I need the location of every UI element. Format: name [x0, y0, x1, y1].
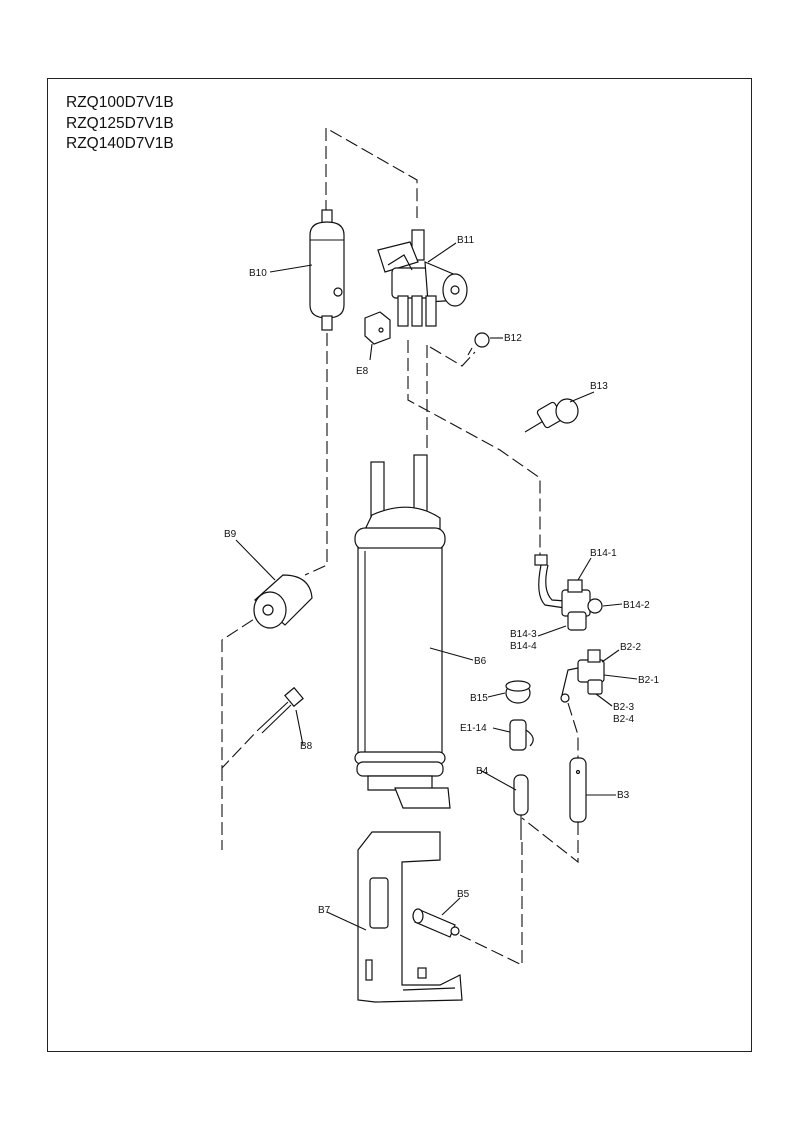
label-b10: B10 [249, 268, 267, 279]
b2-stop-valve [560, 649, 605, 703]
label-b14-1: B14-1 [590, 548, 617, 559]
label-b5: B5 [457, 889, 470, 900]
b4-filter [513, 774, 529, 840]
model-list: RZQ100D7V1B RZQ125D7V1B RZQ140D7V1B [66, 93, 174, 155]
connection-lines [221, 127, 579, 966]
label-b2-4: B2-4 [613, 714, 635, 725]
b15-cap [505, 680, 531, 704]
label-b9: B9 [224, 529, 237, 540]
label-b14-3: B14-3 [510, 629, 537, 640]
b11-four-way-valve [377, 229, 468, 327]
label-b2-3: B2-3 [613, 702, 635, 713]
b12-solenoid-part [467, 332, 490, 356]
label-b12: B12 [504, 333, 522, 344]
label-b15: B15 [470, 693, 488, 704]
model-number: RZQ140D7V1B [66, 135, 174, 152]
e1-14-thermistor [509, 719, 534, 751]
label-b8: B8 [300, 741, 313, 752]
label-e1-14: E1-14 [460, 723, 487, 734]
model-number: RZQ100D7V1B [66, 94, 174, 111]
label-e8: E8 [356, 366, 369, 377]
b8-probe [257, 686, 304, 734]
model-number: RZQ125D7V1B [66, 114, 174, 132]
b7-bracket [357, 831, 463, 1003]
b9-muffler [253, 574, 313, 629]
b5-filter [412, 908, 460, 938]
b3-filter [569, 757, 587, 823]
b6-compressor [354, 454, 451, 809]
label-b14-2: B14-2 [623, 600, 650, 611]
label-b14-4: B14-4 [510, 641, 537, 652]
label-b11: B11 [457, 235, 474, 246]
label-b7: B7 [318, 905, 331, 916]
label-b2-1: B2-1 [638, 675, 660, 686]
b14-stop-valve [534, 554, 603, 631]
drawing-frame [47, 78, 752, 1052]
label-b13: B13 [590, 381, 608, 392]
b13-pressure-sensor [524, 398, 579, 433]
e8-coil [364, 311, 391, 345]
part-labels: B10 B11 B12 E8 B13 B9 B14-1 B14-2 B14-3 … [224, 235, 660, 916]
label-b6: B6 [474, 656, 487, 667]
label-b4: B4 [476, 766, 489, 777]
label-b2-2: B2-2 [620, 642, 642, 653]
b10-receiver [309, 209, 345, 331]
label-b3: B3 [617, 790, 630, 801]
leader-lines [235, 242, 638, 931]
